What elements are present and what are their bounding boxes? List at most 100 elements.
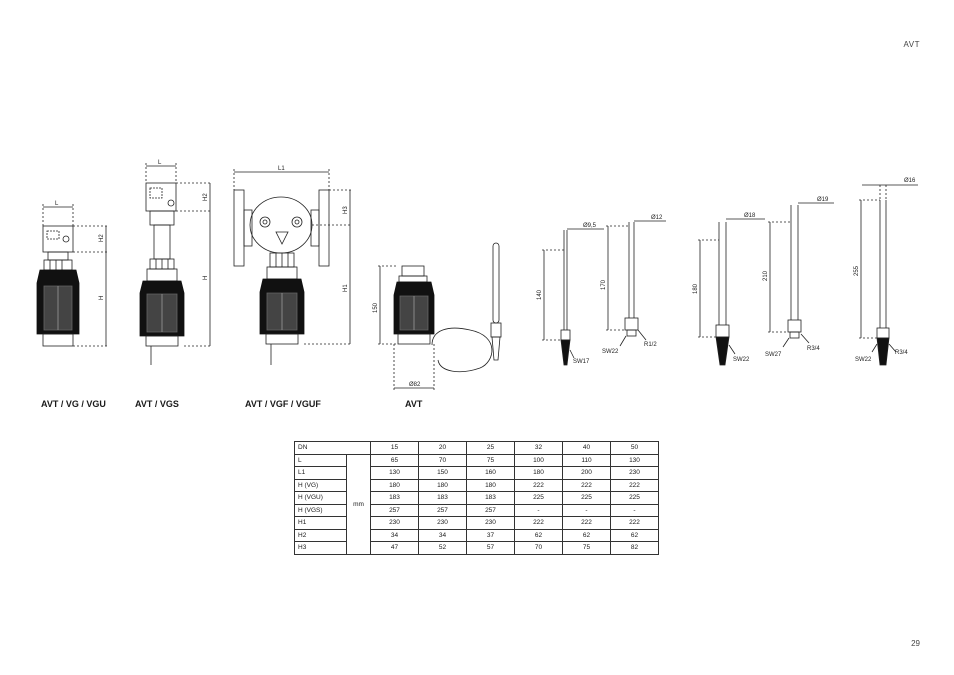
drawing-avt-vgf <box>233 169 352 365</box>
dim-label-l1: L1 <box>278 166 285 172</box>
table-cell: 110 <box>562 453 611 467</box>
table-cell: 257 <box>418 503 467 517</box>
table-cell: 230 <box>610 466 659 480</box>
table-cell: - <box>514 503 563 517</box>
table-cell: 222 <box>562 516 611 530</box>
dn-value: 15 <box>370 441 419 455</box>
table-header-row: DN 15 20 25 32 40 50 <box>294 441 659 455</box>
dim-label-h: H <box>203 276 209 280</box>
table-cell: 100 <box>514 453 563 467</box>
dim-label-sw17: SW17 <box>573 359 590 365</box>
row-label: L <box>294 453 347 467</box>
dn-value: 50 <box>610 441 659 455</box>
table-cell: 180 <box>466 478 515 492</box>
table-cell: 130 <box>370 466 419 480</box>
dim-label-r12: R1/2 <box>644 342 657 348</box>
dim-label-l: L <box>55 201 59 207</box>
dim-label-255: 255 <box>854 265 860 276</box>
row-label: H1 <box>294 516 347 530</box>
table-cell: 225 <box>610 491 659 505</box>
table-cell: 180 <box>418 478 467 492</box>
dn-value: 25 <box>466 441 515 455</box>
dim-label-180: 180 <box>693 283 699 294</box>
table-cell: 75 <box>466 453 515 467</box>
dn-value: 20 <box>418 441 467 455</box>
table-cell: 225 <box>514 491 563 505</box>
row-label: H2 <box>294 528 347 542</box>
dim-label-d82: Ø82 <box>409 382 421 388</box>
dn-value: 40 <box>562 441 611 455</box>
table-cell: 183 <box>418 491 467 505</box>
table-cell: 70 <box>514 541 563 555</box>
drawing-sensor-1 <box>542 228 604 366</box>
row-label: H3 <box>294 541 347 555</box>
dim-label-170: 170 <box>601 279 607 290</box>
table-cell: 180 <box>370 478 419 492</box>
page-header: AVT <box>903 40 920 49</box>
table-cell: 257 <box>466 503 515 517</box>
caption-avt-vg-vgu: AVT / VG / VGU <box>41 399 106 409</box>
table-cell: 62 <box>514 528 563 542</box>
table-cell: 65 <box>370 453 419 467</box>
table-cell: 150 <box>418 466 467 480</box>
table-cell: 230 <box>418 516 467 530</box>
table-cell: 222 <box>610 478 659 492</box>
table-cell: 230 <box>370 516 419 530</box>
page-number: 29 <box>911 639 920 648</box>
dim-label-h2: H2 <box>203 193 209 201</box>
dim-label-sw22: SW22 <box>733 357 750 363</box>
table-cell: 183 <box>370 491 419 505</box>
drawing-sensor-2 <box>606 220 666 347</box>
table-cell: 200 <box>562 466 611 480</box>
unit-cell: mm <box>346 453 371 555</box>
dim-label-h1: H1 <box>343 284 349 292</box>
table-cell: - <box>562 503 611 517</box>
dim-label-h3: H3 <box>343 206 349 214</box>
table-cell: 180 <box>514 466 563 480</box>
dim-label-h2: H2 <box>99 234 105 242</box>
dim-label-d12: Ø12 <box>651 215 663 221</box>
dim-label-h: H <box>99 296 105 300</box>
table-cell: 70 <box>418 453 467 467</box>
dim-label-sw22: SW22 <box>855 357 872 363</box>
dn-label: DN <box>294 441 371 455</box>
dim-label-r34: R3/4 <box>807 346 820 352</box>
dim-label-r34: R3/4 <box>895 350 908 356</box>
table-cell: 160 <box>466 466 515 480</box>
table-cell: 75 <box>562 541 611 555</box>
dim-label-d16: Ø16 <box>904 178 916 184</box>
table-cell: 222 <box>610 516 659 530</box>
table-cell: 62 <box>610 528 659 542</box>
row-label: H (VGU) <box>294 491 347 505</box>
row-label: H (VG) <box>294 478 347 492</box>
dim-label-d18: Ø18 <box>744 213 756 219</box>
dim-label-d95: Ø9,5 <box>583 223 597 229</box>
table-cell: 222 <box>514 478 563 492</box>
dim-label-sw22: SW22 <box>602 349 619 355</box>
table-cell: 222 <box>514 516 563 530</box>
table-cell: 225 <box>562 491 611 505</box>
dim-label-d19: Ø19 <box>817 197 829 203</box>
dim-label-150: 150 <box>373 302 379 313</box>
table-cell: 34 <box>370 528 419 542</box>
table-cell: 34 <box>418 528 467 542</box>
drawing-sensor-4 <box>768 202 834 348</box>
row-label: L1 <box>294 466 347 480</box>
drawing-avt-vgs <box>139 163 212 365</box>
drawing-avt-vg <box>36 204 108 347</box>
table-cell: 230 <box>466 516 515 530</box>
table-cell: 52 <box>418 541 467 555</box>
table-cell: 257 <box>370 503 419 517</box>
table-cell: 130 <box>610 453 659 467</box>
drawing-sensor-3 <box>698 218 765 366</box>
dim-label-sw27: SW27 <box>765 352 782 358</box>
caption-avt-vgs: AVT / VGS <box>135 399 179 409</box>
table-cell: - <box>610 503 659 517</box>
dim-label-l: L <box>158 160 162 166</box>
dim-label-210: 210 <box>763 270 769 281</box>
table-cell: 37 <box>466 528 515 542</box>
